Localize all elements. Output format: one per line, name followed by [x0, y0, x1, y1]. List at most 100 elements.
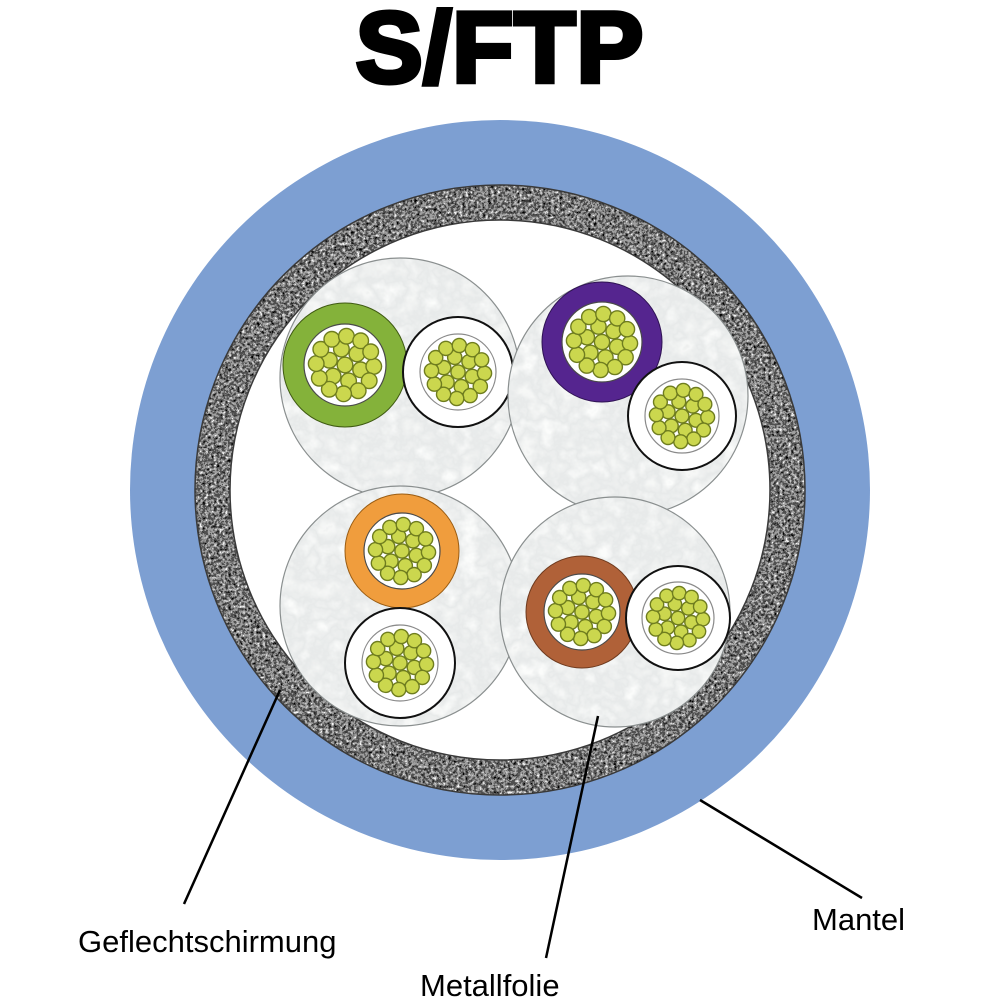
conductor-strand — [657, 631, 672, 647]
braid-label: Geflechtschirmung — [78, 924, 336, 959]
conductor-strand — [426, 376, 443, 392]
conductor-strand — [395, 516, 412, 533]
conductor-strand — [570, 318, 587, 336]
conductor-strand — [336, 356, 354, 374]
conductor-strand — [697, 396, 713, 412]
conductor-strand — [692, 599, 708, 615]
conductor-strand — [660, 430, 676, 446]
conductor-strand — [688, 386, 704, 403]
conductor-strand — [618, 320, 636, 338]
conductor-strand — [367, 541, 384, 558]
conductor-strand — [695, 611, 711, 627]
conductor-strand — [371, 528, 388, 545]
conductor-strand — [675, 382, 691, 398]
strand-bundle — [367, 516, 437, 586]
conductor-strand — [390, 681, 407, 698]
conductor-strand — [592, 361, 609, 379]
conductor-strand — [568, 346, 586, 364]
conductor-strand — [379, 565, 396, 582]
wire-white — [402, 316, 514, 428]
twisted-pair-top-right — [507, 275, 749, 517]
conductor-strand — [307, 355, 325, 373]
conductor-strand — [392, 569, 409, 586]
conductor-strand — [406, 632, 423, 649]
wire-white — [344, 607, 456, 719]
conductor-strand — [335, 385, 353, 403]
conductor-strand — [600, 605, 617, 622]
conductor-strand — [565, 332, 583, 349]
conductor-strand — [310, 369, 328, 387]
foil-pointer-line — [544, 715, 600, 959]
strand-bundle — [565, 305, 639, 379]
twisted-pair-top-left — [279, 257, 521, 499]
strand-bundle — [648, 382, 716, 450]
strand-bundle — [547, 577, 617, 647]
jacket-label: Mantel — [812, 902, 905, 937]
wire-violet — [541, 281, 663, 403]
conductor-strand — [551, 589, 568, 606]
conductor-strand — [691, 624, 707, 639]
conductor-strand — [596, 618, 613, 635]
conductor-strand — [645, 609, 661, 625]
conductor-strand — [393, 628, 410, 645]
conductor-strand — [547, 602, 564, 619]
conductor-strand — [406, 566, 422, 583]
conductor-strand — [392, 655, 408, 671]
conductor-strand — [370, 555, 387, 571]
conductor-strand — [597, 592, 614, 608]
conductor-strand — [574, 604, 590, 620]
conductor-strand — [550, 616, 567, 632]
conductor-strand — [673, 434, 689, 450]
strand-bundle — [423, 337, 493, 407]
conductor-strand — [365, 653, 382, 670]
conductor-strand — [464, 341, 481, 358]
conductor-strand — [686, 431, 702, 447]
conductor-strand — [670, 610, 686, 626]
conductor-strand — [580, 308, 598, 326]
conductor-strand — [365, 357, 383, 375]
conductor-strand — [408, 520, 425, 537]
conductor-strand — [414, 669, 431, 686]
conductor-strand — [427, 349, 444, 366]
strand-bundle — [365, 628, 435, 698]
conductor-strand — [404, 678, 420, 695]
conductor-strand — [418, 656, 435, 673]
strand-bundle — [307, 327, 383, 403]
conductor-strand — [669, 635, 685, 651]
conductor-strand — [451, 337, 468, 354]
conductor-strand — [586, 627, 602, 644]
wire-orange — [344, 493, 460, 609]
conductor-strand — [700, 409, 716, 425]
conductor-strand — [368, 667, 385, 683]
wire-brown — [525, 555, 639, 669]
conductor-strand — [562, 580, 578, 597]
conductor-strand — [472, 378, 489, 395]
wire-white — [627, 361, 737, 471]
conductor-strand — [435, 386, 452, 403]
conductor-strand — [352, 332, 370, 350]
conductor-strand — [652, 394, 669, 410]
conductor-strand — [617, 348, 634, 366]
conductor-strand — [369, 640, 386, 657]
wire-white — [625, 565, 731, 671]
twisted-pair-bottom-right — [499, 496, 731, 728]
conductor-strand — [674, 408, 690, 424]
foil-label: Metallfolie — [420, 968, 560, 1000]
conductor-strand — [394, 543, 410, 559]
conductor-strand — [696, 422, 712, 438]
jacket-pointer-line — [699, 798, 863, 900]
conductor-strand — [659, 588, 675, 604]
page-title: S/FTP — [356, 0, 644, 104]
conductor-strand — [606, 358, 624, 376]
conductor-strand — [377, 677, 394, 694]
conductor-strand — [559, 626, 576, 643]
conductor-strand — [323, 330, 341, 348]
conductor-strand — [621, 335, 639, 352]
braid-inner-edge — [229, 219, 771, 761]
conductor-strand — [649, 597, 665, 612]
conductor-strand — [575, 577, 592, 594]
conductor-strand — [684, 589, 699, 605]
conductor-strand — [593, 333, 611, 351]
conductor-strand — [420, 544, 437, 561]
